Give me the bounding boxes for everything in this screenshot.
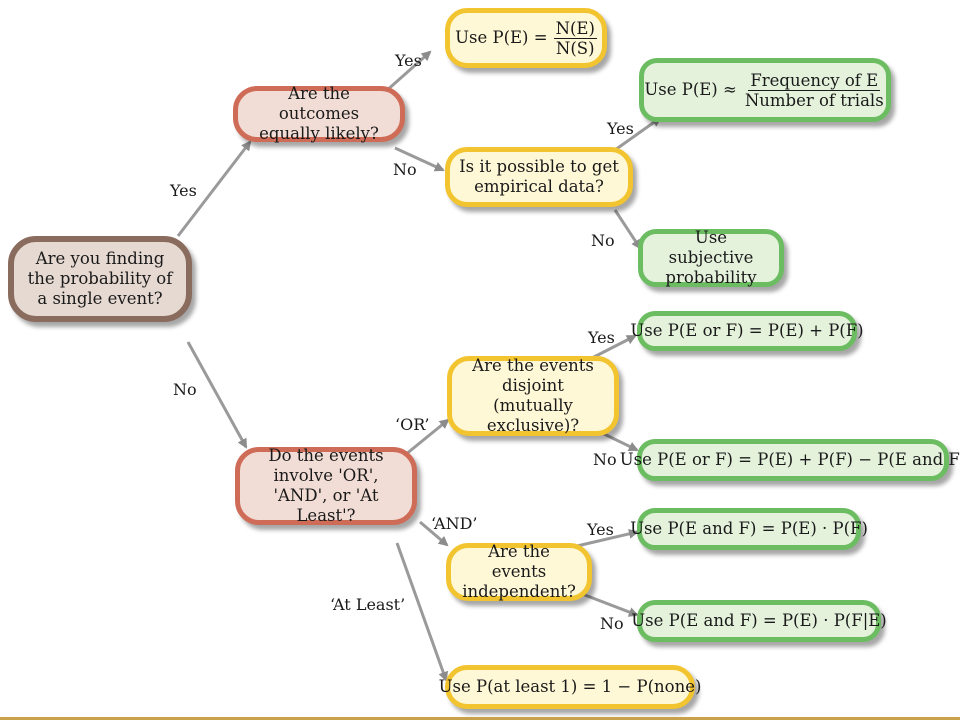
arrow-orand-and <box>419 520 449 547</box>
classical-formula-denominator: N(S) <box>555 38 595 58</box>
arrow-empirical-yes <box>614 116 662 152</box>
arrow-start-no <box>186 341 248 449</box>
edge-label-disjoint-yes: Yes <box>588 328 615 347</box>
classical-formula-prefix: Use P(E) = <box>455 28 548 47</box>
classical-formula-fraction: N(E) N(S) <box>553 18 597 58</box>
edge-label-disjoint-no: No <box>593 450 617 469</box>
classical-formula-numerator: N(E) <box>553 18 597 39</box>
arrow-equally-no <box>394 146 445 172</box>
edge-label-and: ‘AND’ <box>431 514 478 533</box>
edge-label-at-least: ‘At Least’ <box>330 595 406 614</box>
arrow-disjoint-yes <box>591 334 637 360</box>
at-least-formula-node: Use P(at least 1) = 1 − P(none) <box>439 665 701 709</box>
arrow-orand-or <box>404 418 450 457</box>
bottom-divider <box>0 717 960 720</box>
edge-label-equally-no: No <box>393 160 417 179</box>
addition-disjoint-formula-text: Use P(E or F) = P(E) + P(F) <box>630 321 864 340</box>
arrow-equally-yes <box>384 50 432 94</box>
independent-question-node: Are the events independent? <box>446 542 592 601</box>
equally-likely-question-node: Are the outcomes equally likely? <box>233 84 405 143</box>
arrow-orand-atleast <box>395 542 449 682</box>
arrow-disjoint-no <box>601 431 639 452</box>
empirical-question-node: Is it possible to get empirical data? <box>445 147 633 207</box>
arrow-indep-no <box>576 590 639 617</box>
edge-label-start-no: No <box>173 380 197 399</box>
edge-label-empirical-no: No <box>591 231 615 250</box>
addition-general-formula-node: Use P(E or F) = P(E) + P(F) − P(E and F) <box>620 439 960 481</box>
multiplication-dependent-formula-node: Use P(E and F) = P(E) · P(F|E) <box>631 600 887 642</box>
empirical-formula-denominator: Number of trials <box>744 90 884 110</box>
disjoint-question-node: Are the events disjoint (mutually exclus… <box>447 356 619 436</box>
addition-general-formula-text: Use P(E or F) = P(E) + P(F) − P(E and F) <box>619 450 960 469</box>
subjective-result-text: Use subjective probability <box>665 228 757 287</box>
empirical-formula-fraction: Frequency of E Number of trials <box>743 71 886 110</box>
empirical-text: Is it possible to get empirical data? <box>459 157 619 196</box>
subjective-result-node: Use subjective probability <box>638 228 784 287</box>
at-least-formula-text: Use P(at least 1) = 1 − P(none) <box>438 677 702 696</box>
or-and-text: Do the events involve 'OR', 'AND', or 'A… <box>268 446 384 525</box>
edge-label-indep-no: No <box>600 614 624 633</box>
classical-formula-node: Use P(E) = N(E) N(S) <box>445 8 607 68</box>
disjoint-text: Are the events disjoint (mutually exclus… <box>472 356 594 435</box>
multiplication-independent-formula-node: Use P(E and F) = P(E) · P(F) <box>630 508 868 550</box>
edge-label-or: ‘OR’ <box>395 415 430 434</box>
empirical-formula-numerator: Frequency of E <box>748 70 881 91</box>
edge-label-equally-yes: Yes <box>395 51 422 70</box>
arrow-empirical-no <box>613 209 642 250</box>
edge-label-empirical-yes: Yes <box>607 119 634 138</box>
start-question-node: Are you finding the probability of a sin… <box>8 236 192 322</box>
arrow-indep-yes <box>576 528 639 548</box>
empirical-formula-prefix: Use P(E) ≈ <box>644 80 737 99</box>
addition-disjoint-formula-node: Use P(E or F) = P(E) + P(F) <box>630 311 864 351</box>
start-question-text: Are you finding the probability of a sin… <box>27 249 173 308</box>
equally-likely-text: Are the outcomes equally likely? <box>259 84 379 143</box>
empirical-formula-node: Use P(E) ≈ Frequency of E Number of tria… <box>639 58 891 122</box>
edge-label-start-yes: Yes <box>170 181 197 200</box>
edge-label-indep-yes: Yes <box>587 520 614 539</box>
multiplication-independent-formula-text: Use P(E and F) = P(E) · P(F) <box>630 519 868 538</box>
multiplication-dependent-formula-text: Use P(E and F) = P(E) · P(F|E) <box>631 611 887 630</box>
arrow-start-yes <box>176 140 252 237</box>
or-and-question-node: Do the events involve 'OR', 'AND', or 'A… <box>235 446 417 525</box>
independent-text: Are the events independent? <box>462 542 576 601</box>
